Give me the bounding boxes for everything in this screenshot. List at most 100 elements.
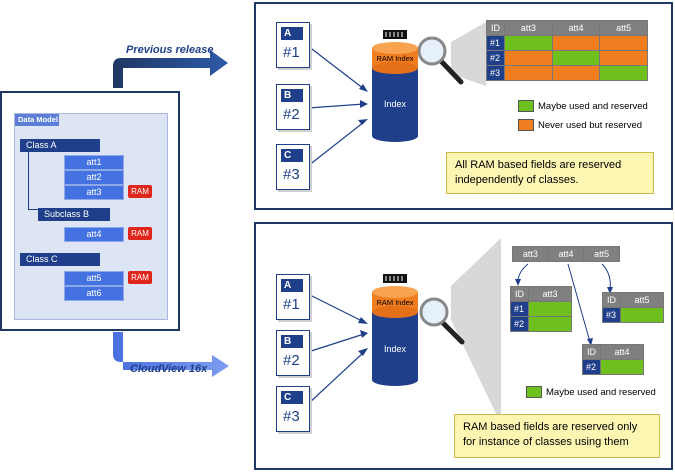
table-row: #1: [486, 35, 648, 51]
row-id: #1: [510, 301, 529, 317]
cell-maybe-used: [551, 50, 601, 66]
document-b: B #2: [276, 330, 310, 376]
cloudview-arrow: [113, 332, 229, 377]
doc-number: #3: [283, 408, 300, 425]
cell-never-used: [551, 65, 601, 81]
att4-table: ID att4 #2: [582, 344, 644, 375]
cell-maybe-used: [528, 316, 572, 332]
table-header: ID: [602, 292, 621, 308]
att1-field: att1: [64, 155, 124, 170]
attribute-heads: att3 att4 att5: [512, 246, 620, 262]
document-a: A #1: [276, 22, 310, 68]
top-note: All RAM based fields are reserved indepe…: [446, 152, 654, 194]
cell-never-used: [599, 35, 648, 51]
att2-field: att2: [64, 170, 124, 185]
ram-badge-att5: RAM: [128, 271, 152, 284]
cell-maybe-used: [620, 307, 664, 323]
subclass-b: Subclass B: [38, 208, 110, 221]
doc-letter: B: [281, 335, 303, 348]
att4-field: att4: [64, 227, 124, 242]
cell-maybe-used: [599, 65, 648, 81]
index-label: Index: [383, 99, 407, 109]
doc-number: #2: [283, 106, 300, 123]
cell-never-used: [551, 35, 601, 51]
row-id: #2: [486, 50, 505, 66]
legend-never: Never used but reserved: [538, 120, 643, 131]
doc-letter: C: [281, 391, 303, 404]
table-row: #2: [582, 359, 644, 375]
cloudview-panel: A #1 B #2 C #3 RAM Index Index att3 att4…: [254, 222, 673, 470]
row-id: #2: [582, 359, 601, 375]
table-row: #2: [510, 316, 572, 332]
previous-release-arrow: [113, 50, 228, 88]
head-att3: att3: [512, 246, 549, 262]
document-c: C #3: [276, 144, 310, 190]
table-row: #1: [510, 301, 572, 317]
ram-index-label: RAM Index: [376, 54, 414, 63]
row-id: #2: [510, 316, 529, 332]
previous-release-panel: A #1 B #2 C #3 RAM Index Index ID att3 a…: [254, 2, 673, 210]
document-b: B #2: [276, 84, 310, 130]
doc-number: #1: [283, 296, 300, 313]
row-id: #3: [486, 65, 505, 81]
table-header: att3: [504, 20, 553, 36]
cell-never-used: [599, 50, 648, 66]
cell-maybe-used: [600, 359, 644, 375]
table-header: att3: [528, 286, 572, 302]
doc-a-arrow: [307, 45, 365, 90]
doc-number: #3: [283, 166, 300, 183]
ram-chip-icon: [383, 30, 407, 39]
cell-never-used: [504, 50, 553, 66]
cloudview-label: CloudView 16x: [130, 363, 208, 375]
att6-field: att6: [64, 286, 124, 301]
class-c: Class C: [20, 253, 100, 266]
bottom-note: RAM based fields are reserved only for i…: [454, 414, 660, 458]
inheritance-line: [28, 152, 39, 210]
doc-number: #2: [283, 352, 300, 369]
att3-table: ID att3 #1 #2: [510, 286, 572, 332]
table-header: att5: [620, 292, 664, 308]
table-row: #2: [486, 50, 648, 66]
table-header: att4: [600, 344, 644, 360]
doc-letter: A: [281, 279, 303, 292]
table-row: #3: [486, 65, 648, 81]
ram-reservation-table: ID att3 att4 att5 #1 #2 #3: [486, 20, 648, 81]
table-header: ID: [510, 286, 529, 302]
table-header: att4: [551, 20, 601, 36]
legend-maybe: Maybe used and reserved: [546, 387, 656, 398]
cell-maybe-used: [504, 35, 553, 51]
doc-number: #1: [283, 44, 300, 61]
ram-badge-att4: RAM: [128, 227, 152, 240]
att3-field: att3: [64, 185, 124, 200]
table-header: att5: [599, 20, 648, 36]
cell-never-used: [504, 65, 553, 81]
table-header: ID: [486, 20, 505, 36]
previous-release-label: Previous release: [126, 44, 214, 56]
cell-maybe-used: [528, 301, 572, 317]
legend-swatch-maybe: [526, 386, 542, 398]
legend-swatch-never: [518, 119, 534, 131]
doc-letter: A: [281, 27, 303, 40]
att5-table: ID att5 #3: [602, 292, 664, 323]
ram-index-label: RAM Index: [376, 298, 414, 307]
class-a: Class A: [20, 139, 100, 152]
legend-swatch-maybe: [518, 100, 534, 112]
index-label: Index: [383, 344, 407, 354]
doc-letter: C: [281, 149, 303, 162]
document-c: C #3: [276, 386, 310, 432]
head-att5: att5: [583, 246, 620, 262]
row-id: #3: [602, 307, 621, 323]
legend-maybe: Maybe used and reserved: [538, 101, 648, 112]
table-row: #3: [602, 307, 664, 323]
ram-badge-att3: RAM: [128, 185, 152, 198]
table-header: ID: [582, 344, 601, 360]
document-a: A #1: [276, 274, 310, 320]
row-id: #1: [486, 35, 505, 51]
head-att4: att4: [547, 246, 585, 262]
data-model-panel: Data Model Class A att1 att2 att3 RAM Su…: [0, 91, 180, 331]
data-model-title: Data Model: [15, 114, 59, 126]
bottom-panel-graphics: [307, 238, 613, 424]
top-panel-graphics: [307, 22, 486, 167]
doc-letter: B: [281, 89, 303, 102]
